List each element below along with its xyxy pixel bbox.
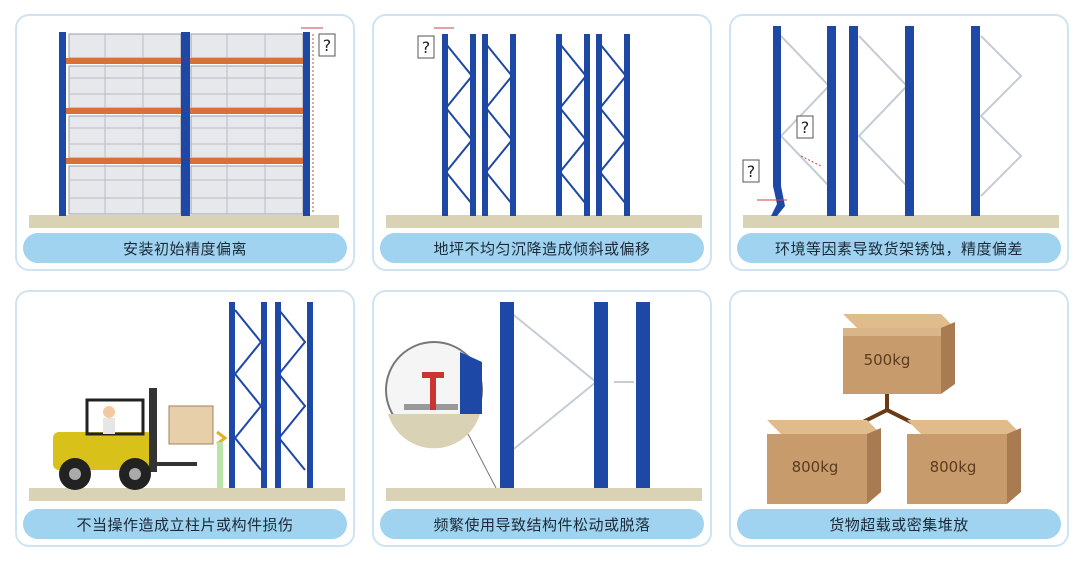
- panel-forklift-damage: 不当操作造成立柱片或构件损伤: [15, 290, 355, 547]
- panel-caption: 不当操作造成立柱片或构件损伤: [23, 509, 347, 539]
- forklift: [53, 388, 214, 490]
- upright-frames: [229, 302, 313, 488]
- box-weight-label: 800kg: [792, 458, 839, 476]
- uprights: [59, 32, 310, 216]
- question-mark-icon: ?: [422, 38, 431, 57]
- panel-overload: 500kg 800kg 800kg 货物超载或密集堆放: [729, 290, 1069, 547]
- question-mark-icon: ?: [801, 118, 810, 137]
- racking-illustration: ?: [386, 27, 702, 228]
- cargo-box-top: 500kg: [843, 314, 955, 394]
- panel-loosening: 频繁使用导致结构件松动或脱落: [372, 290, 712, 547]
- box-weight-label: 800kg: [930, 458, 977, 476]
- split-arrow-icon: [858, 394, 916, 426]
- cargo-box-left: 800kg: [767, 420, 881, 504]
- bracing: [779, 35, 1023, 197]
- bracing: [509, 311, 634, 453]
- panel-caption: 频繁使用导致结构件松动或脱落: [380, 509, 704, 539]
- uprights: [771, 26, 980, 216]
- racking-illustration: ?: [29, 27, 339, 228]
- panel-corrosion: ? ? 环境等因素导致货架锈蚀，精度偏差: [729, 14, 1069, 271]
- panel-caption: 货物超载或密集堆放: [737, 509, 1061, 539]
- panel-floor-settlement: ? 地坪不均匀沉降造成倾斜或偏移: [372, 14, 712, 271]
- overload-illustration: 500kg 800kg 800kg: [767, 314, 1021, 504]
- detail-magnifier: [385, 341, 497, 489]
- box-weight-label: 500kg: [864, 351, 911, 369]
- racking-illustration: [385, 302, 702, 501]
- panel-caption: 环境等因素导致货架锈蚀，精度偏差: [737, 233, 1061, 263]
- question-mark-icon: ?: [323, 36, 332, 55]
- panel-caption: 地坪不均匀沉降造成倾斜或偏移: [380, 233, 704, 263]
- panel-caption: 安装初始精度偏离: [23, 233, 347, 263]
- upright-frames: [442, 34, 630, 216]
- uprights: [500, 302, 650, 488]
- forklift-illustration: [29, 302, 345, 501]
- racking-illustration: ? ?: [742, 26, 1059, 228]
- panel-install-deviation: ? 安装初始精度偏离: [15, 14, 355, 271]
- pallet-loads: [68, 33, 304, 215]
- question-mark-icon: ?: [747, 162, 756, 181]
- cargo-box-right: 800kg: [907, 420, 1021, 504]
